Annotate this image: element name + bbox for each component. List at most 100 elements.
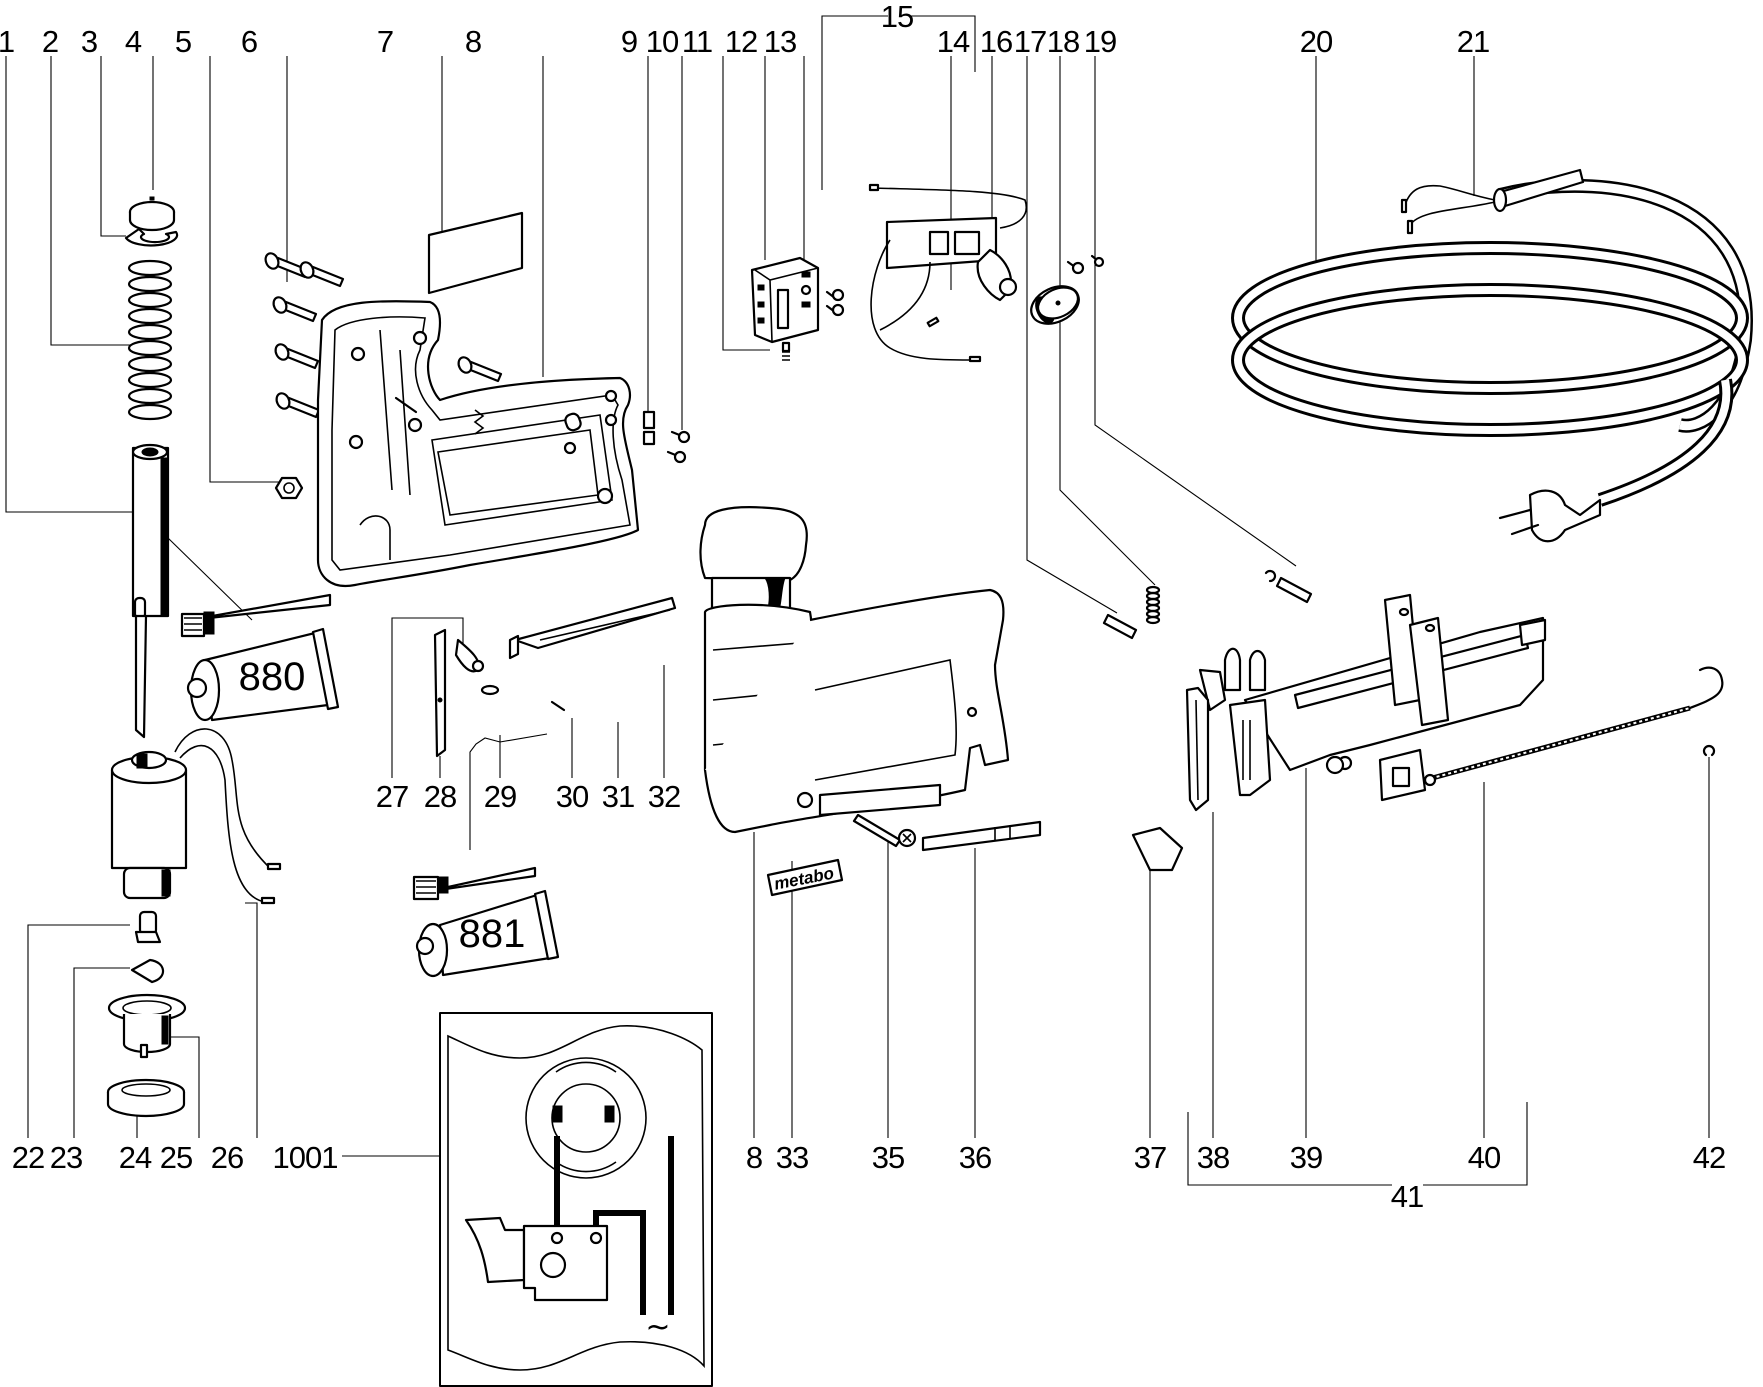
retaining-clip-part-3 [124, 227, 179, 247]
switch-part-12 [750, 256, 820, 344]
plunger-tube-part-1 [131, 443, 170, 739]
screw-part-35 [852, 813, 917, 848]
callout-11: 11 [682, 24, 712, 59]
screws-part-13 [825, 288, 845, 317]
callout-labels-top: 1 2 3 4 5 6 7 8 9 10 11 12 13 15 14 16 1… [0, 0, 1490, 59]
callout-36: 36 [959, 1140, 991, 1175]
foot-part-37 [1131, 826, 1184, 872]
callout-labels-bottom: 22 23 24 25 26 1001 27 28 29 30 31 32 8 … [12, 779, 1726, 1214]
cable-end-sleeve-part-21 [1400, 168, 1585, 235]
lever-part-27 [454, 638, 485, 673]
screw [299, 261, 345, 288]
tube-881-label: 881 [459, 912, 526, 956]
callout-14: 14 [937, 24, 970, 59]
callout-19: 19 [1084, 24, 1116, 59]
pin-part-31 [550, 700, 566, 712]
wedge-part-23 [130, 958, 165, 984]
callout-40: 40 [1468, 1140, 1501, 1175]
callout-10: 10 [646, 24, 679, 59]
callout-8-bottom: 8 [746, 1140, 762, 1175]
key-part-22 [134, 910, 162, 944]
clip-part-9 [642, 410, 656, 446]
cap-washer-part-4 [128, 196, 176, 232]
ring-part-24 [106, 1078, 186, 1118]
callout-33: 33 [776, 1140, 808, 1175]
callout-42: 42 [1693, 1140, 1725, 1175]
coil-part [110, 728, 282, 905]
callout-15: 15 [881, 0, 913, 34]
spring-coil [127, 275, 173, 293]
wiring-diagram-inset-1001: ~ [439, 1012, 713, 1387]
strip-part-36 [921, 820, 1042, 852]
callout-12: 12 [725, 24, 757, 59]
callout-1: 1 [0, 24, 14, 59]
callout-21: 21 [1457, 24, 1489, 59]
spring-coil [127, 259, 173, 277]
housing-shell-part-8 [316, 300, 640, 588]
callout-9: 9 [621, 24, 637, 59]
pusher-block-part [1378, 748, 1427, 802]
callout-5: 5 [175, 24, 191, 59]
callout-4: 4 [125, 24, 142, 59]
callout-17: 17 [1014, 24, 1046, 59]
spring-coil [127, 355, 173, 373]
callout-2: 2 [42, 24, 58, 59]
callout-8: 8 [465, 24, 481, 59]
spring-coil [127, 339, 173, 357]
housing-assembled-part-8 [699, 506, 1010, 834]
pusher-spring-part-40 [1423, 666, 1724, 787]
callout-27: 27 [376, 779, 408, 814]
callout-31: 31 [602, 779, 634, 814]
magazine-rail-part [1198, 593, 1547, 797]
screws-part-16 [1066, 254, 1105, 275]
screw [275, 392, 321, 419]
plug-part [1498, 489, 1602, 543]
spring-part-18 [1145, 585, 1161, 625]
screw [457, 356, 503, 383]
callout-23: 23 [50, 1140, 82, 1175]
callout-18: 18 [1047, 24, 1079, 59]
guide-rail-part-32 [508, 596, 677, 660]
spring-coil [127, 307, 173, 325]
callout-26: 26 [211, 1140, 243, 1175]
circlip-part-42 [1702, 744, 1716, 757]
callout-35: 35 [872, 1140, 904, 1175]
callout-39: 39 [1290, 1140, 1322, 1175]
ac-symbol: ~ [645, 1310, 670, 1345]
wheel-part-14 [1030, 285, 1080, 325]
callout-41: 41 [1391, 1179, 1423, 1214]
callout-13: 13 [764, 24, 796, 59]
tube-880-label: 880 [239, 655, 306, 699]
grease-tube-881: 881 [412, 866, 560, 978]
leader-lines [5, 15, 1710, 1186]
nut-part-5 [274, 476, 304, 500]
callout-32: 32 [648, 779, 680, 814]
callout-3: 3 [81, 24, 97, 59]
callout-20: 20 [1300, 24, 1333, 59]
spring-part-2 [127, 259, 173, 421]
grease-tube-880: 880 [180, 593, 340, 722]
spring-coil [127, 371, 173, 389]
callout-16: 16 [980, 24, 1012, 59]
callout-7: 7 [377, 24, 393, 59]
driver-blade-part-28 [433, 628, 447, 758]
callout-22: 22 [12, 1140, 44, 1175]
side-plate-part-38 [1185, 686, 1210, 812]
housing-screws-part-6 [264, 252, 503, 419]
screws-part-10 [666, 430, 691, 464]
callout-30: 30 [556, 779, 589, 814]
bushing-part-25 [107, 993, 187, 1059]
callout-28: 28 [424, 779, 456, 814]
callout-29: 29 [484, 779, 516, 814]
callout-24: 24 [119, 1140, 152, 1175]
callout-6: 6 [241, 24, 257, 59]
screw [274, 343, 320, 370]
spring-coil [127, 291, 173, 309]
label-plate-part-7 [427, 211, 524, 295]
screw [272, 296, 318, 323]
callout-1001: 1001 [273, 1140, 338, 1175]
spring-coil [127, 323, 173, 341]
callout-25: 25 [160, 1140, 192, 1175]
electronics-board-part-15 [868, 183, 1027, 363]
